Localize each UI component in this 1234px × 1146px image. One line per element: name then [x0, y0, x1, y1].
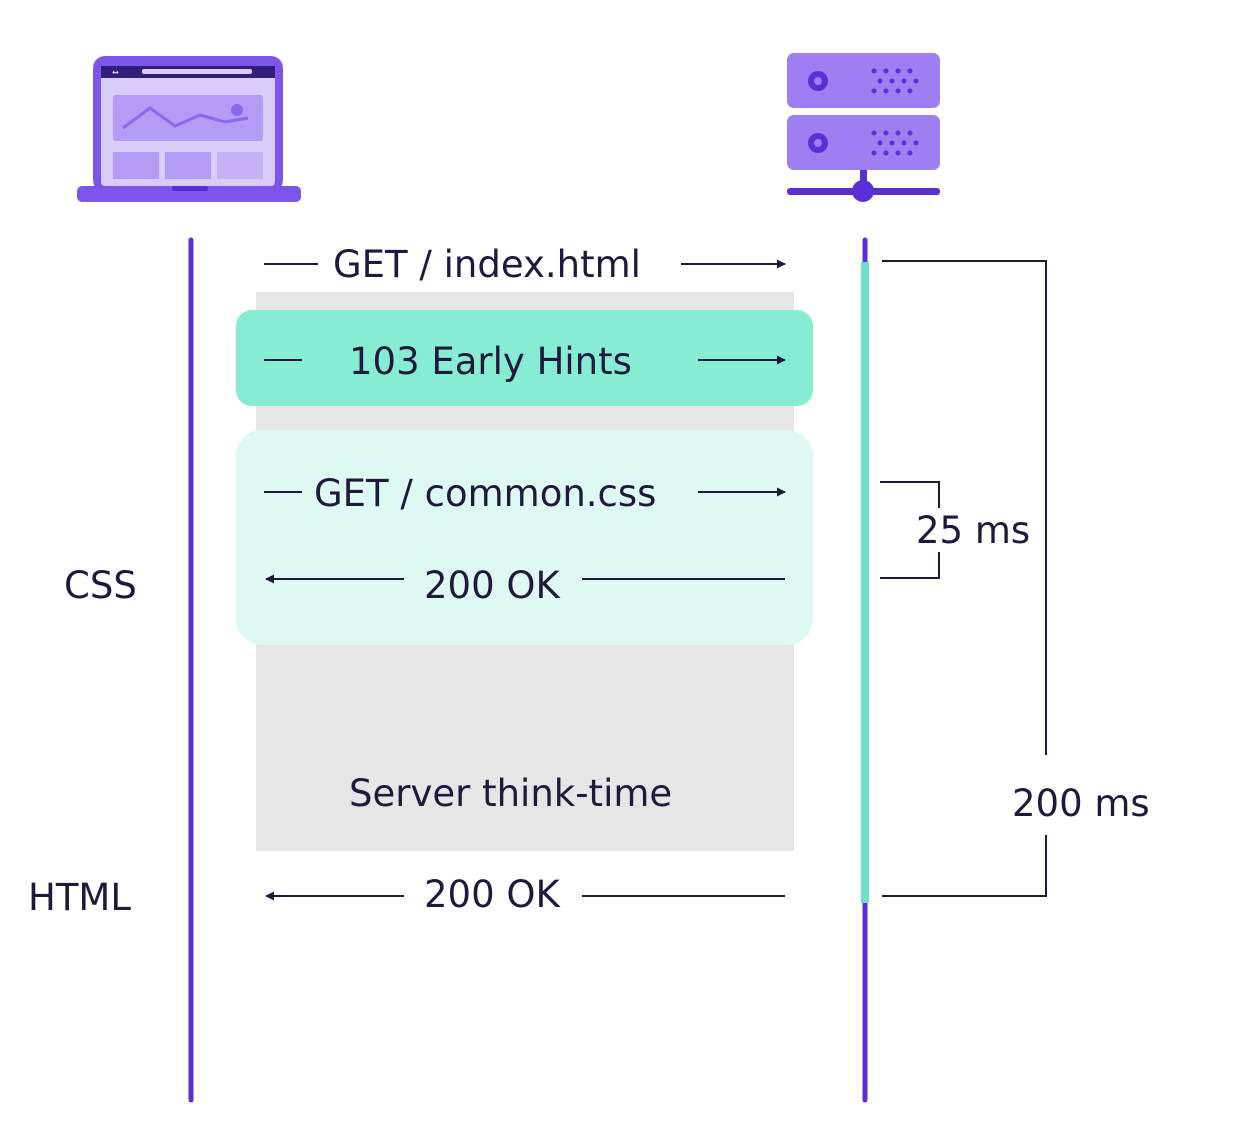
- think-time-label: Server think-time: [349, 772, 673, 815]
- html-timing-bracket: [882, 260, 1047, 897]
- get-index-label: GET / index.html: [333, 243, 641, 286]
- early-hints-box: [236, 310, 813, 406]
- ok-css-label: 200 OK: [424, 564, 560, 607]
- html-timing-label: 200 ms: [1012, 782, 1150, 825]
- svg-text:↔: ↔: [112, 68, 119, 77]
- server-icon: [787, 53, 940, 202]
- css-timing-label: 25 ms: [916, 509, 1031, 552]
- ok-html-label: 200 OK: [424, 873, 560, 916]
- css-fetch-panel: [236, 430, 813, 645]
- css-phase-label: CSS: [64, 564, 137, 607]
- laptop-icon: ↔: [77, 56, 301, 202]
- html-phase-label: HTML: [28, 876, 131, 919]
- get-css-label: GET / common.css: [314, 472, 657, 515]
- early-hints-label: 103 Early Hints: [349, 340, 632, 383]
